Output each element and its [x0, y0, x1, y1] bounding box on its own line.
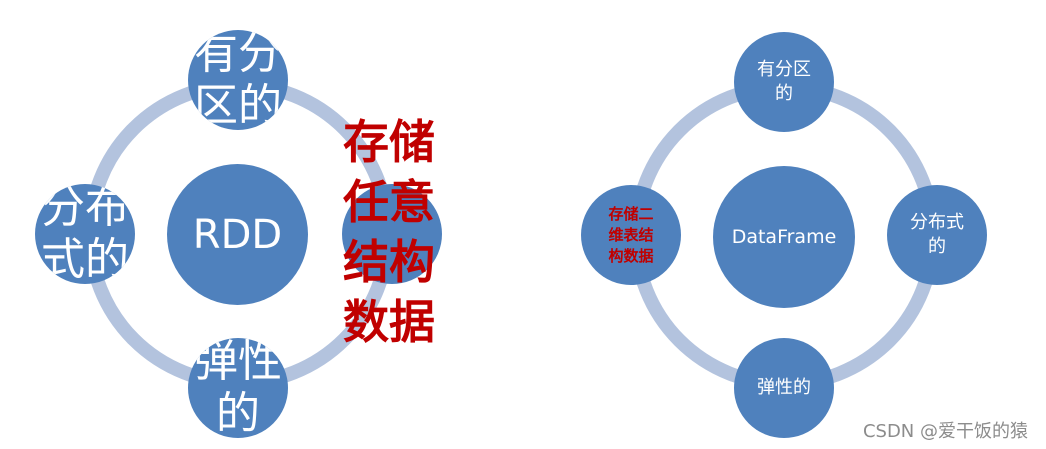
left-center-label: RDD [192, 211, 283, 258]
right-center-node: DataFrame [713, 166, 855, 308]
right-bottom-label: 弹性的 [757, 377, 811, 398]
left-left-node: 分布 式的 [35, 184, 135, 284]
right-top-label: 有分区 的 [757, 59, 811, 104]
right-top-node: 有分区 的 [734, 32, 834, 132]
right-center-label: DataFrame [731, 226, 837, 248]
watermark: CSDN @爱干饭的猿 [862, 421, 1028, 442]
left-top-label: 有分 区的 [194, 30, 282, 130]
right-right-node: 分布式 的 [887, 185, 987, 285]
right-bottom-node: 弹性的 [734, 338, 834, 438]
left-top-node: 有分 区的 [188, 30, 288, 130]
right-right-label: 分布式 的 [910, 212, 964, 257]
left-left-label: 分布 式的 [41, 184, 129, 284]
right-left-node: 存储二 维表结 构数据 [581, 185, 681, 285]
left-bottom-label: 弹性 的 [194, 338, 282, 438]
left-right-node [342, 184, 442, 284]
left-bottom-node: 弹性 的 [188, 338, 288, 438]
right-left-label: 存储二 维表结 构数据 [608, 204, 654, 265]
left-right-label: 存储 任意 结构 数据 [343, 115, 435, 349]
left-center-node: RDD [167, 164, 308, 305]
